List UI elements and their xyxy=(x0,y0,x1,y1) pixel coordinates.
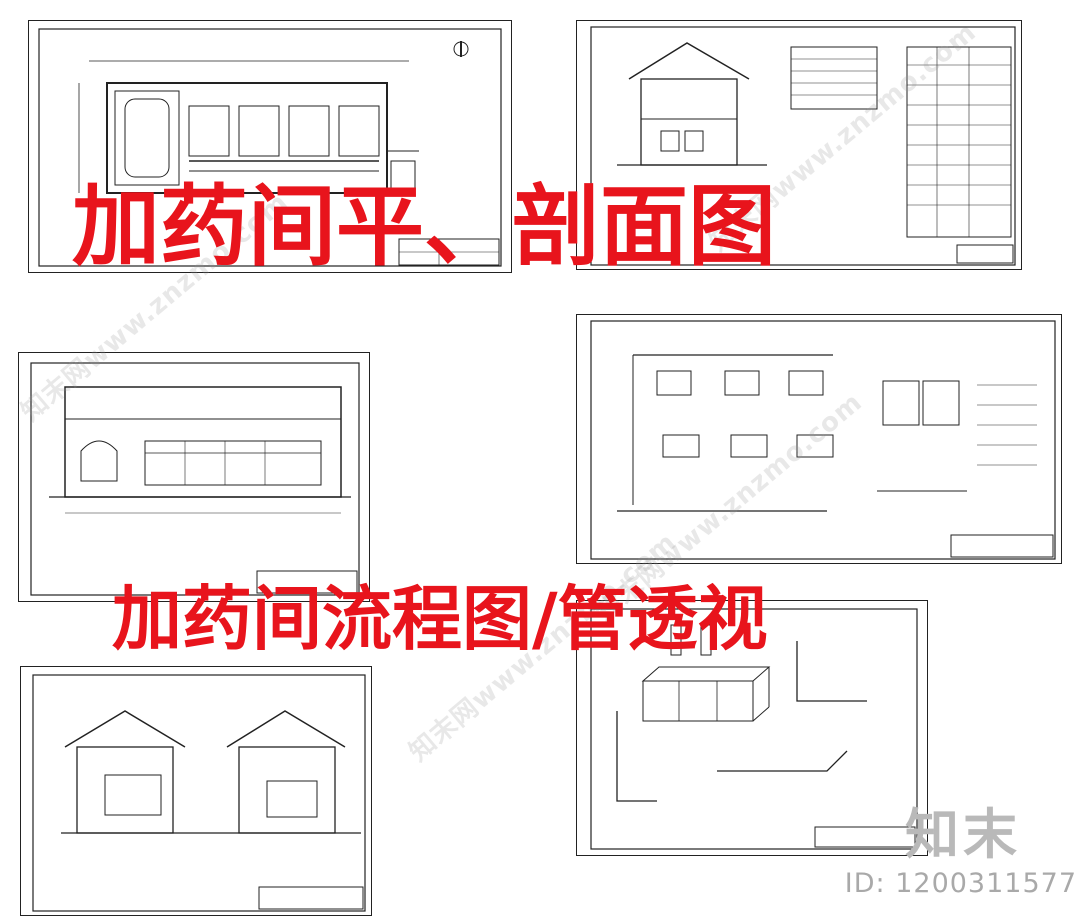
section-table-drawing xyxy=(590,26,1016,266)
long-section-drawing xyxy=(30,362,360,596)
caption-flow-pipe: 加药间流程图/管透视 xyxy=(112,577,768,660)
pipe-isometric-sheet xyxy=(576,600,928,856)
image-id-label: ID: 1200311577 xyxy=(844,868,1077,899)
cross-section-sheet xyxy=(20,666,372,916)
brand-logo: 知末 xyxy=(905,803,1021,866)
pipe-isometric-drawing xyxy=(590,608,918,850)
flow-diagram-drawing xyxy=(590,320,1056,560)
caption-plan-section: 加药间平、剖面图 xyxy=(72,174,777,278)
long-section-sheet xyxy=(18,352,370,602)
cross-section-drawing xyxy=(32,674,366,912)
section-table-sheet xyxy=(576,20,1022,270)
plan-sheet xyxy=(28,20,512,273)
plan-drawing xyxy=(38,28,502,267)
flow-diagram-sheet xyxy=(576,314,1062,564)
